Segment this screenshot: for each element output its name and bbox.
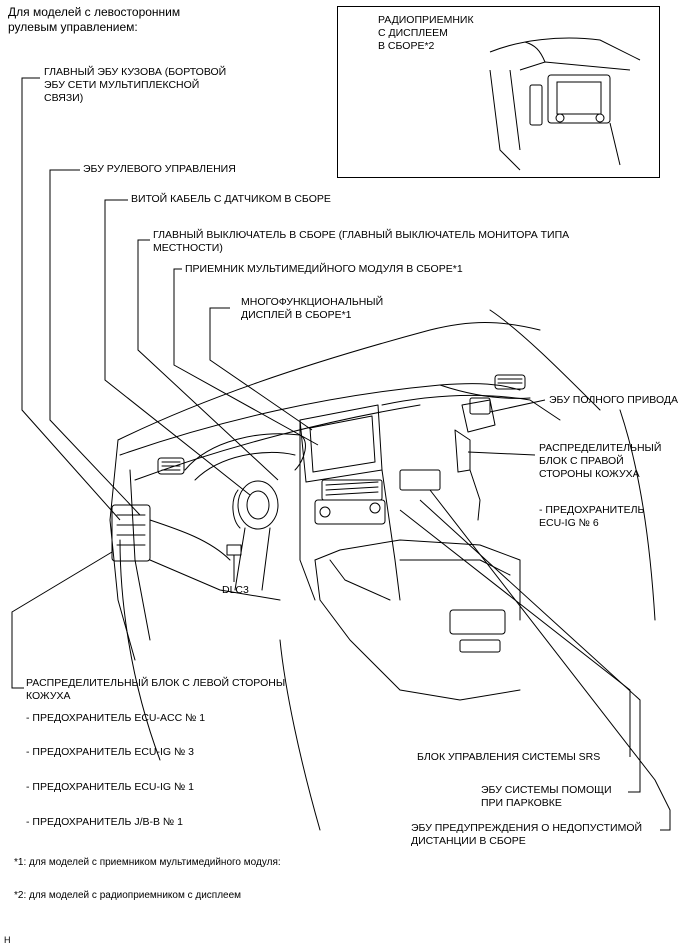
leader-multimedia bbox=[173, 268, 319, 446]
fuse-ecu-acc1-label: - ПРЕДОХРАНИТЕЛЬ ECU-ACC № 1 bbox=[26, 712, 206, 724]
main-switch-label: ГЛАВНЫЙ ВЫКЛЮЧАТЕЛЬ В СБОРЕ (ГЛАВНЫЙ ВЫК… bbox=[153, 229, 570, 254]
leader-body-ecu bbox=[21, 77, 121, 521]
left-junction-block-label: РАСПРЕДЕЛИТЕЛЬНЫЙ БЛОК С ЛЕВОЙ СТОРОНЫ К… bbox=[26, 677, 286, 702]
awd-ecu-label: ЭБУ ПОЛНОГО ПРИВОДА bbox=[549, 394, 679, 406]
parking-ecu-label: ЭБУ СИСТЕМЫ ПОМОЩИ ПРИ ПАРКОВКЕ bbox=[481, 784, 612, 809]
radio-display-unit bbox=[547, 74, 611, 124]
radio-inset-frame bbox=[337, 6, 660, 178]
distance-ecu-label: ЭБУ ПРЕДУПРЕЖДЕНИЯ О НЕДОПУСТИМОЙ ДИСТАН… bbox=[411, 822, 643, 847]
leader-display bbox=[209, 307, 313, 431]
radio-display-label: РАДИОПРИЕМНИК С ДИСПЛЕЕМ В СБОРЕ*2 bbox=[378, 14, 474, 52]
leader-spiral-cable bbox=[104, 199, 251, 496]
leader-right-jb bbox=[467, 451, 536, 456]
dlc3-label: DLC3 bbox=[222, 584, 249, 596]
left-junction-block bbox=[111, 504, 151, 562]
leader-steering-ecu bbox=[49, 169, 141, 516]
windshield-outline bbox=[117, 322, 541, 441]
steering-ecu-label: ЭБУ РУЛЕВОГО УПРАВЛЕНИЯ bbox=[83, 163, 236, 175]
awd-ecu bbox=[461, 399, 496, 433]
corner-mark: H bbox=[4, 935, 11, 945]
leader-distance bbox=[429, 489, 671, 831]
multimedia-receiver-label: ПРИЕМНИК МУЛЬТИМЕДИЙНОГО МОДУЛЯ В СБОРЕ*… bbox=[185, 263, 463, 275]
leader-left-jb bbox=[11, 551, 113, 689]
inset-illustration bbox=[489, 37, 641, 171]
fuse-ecu-ig3-label: - ПРЕДОХРАНИТЕЛЬ ECU-IG № 3 bbox=[26, 746, 195, 758]
footnote-1: *1: для моделей с приемником мультимедий… bbox=[14, 857, 281, 868]
leader-parking bbox=[419, 499, 641, 793]
body-ecu-label: ГЛАВНЫЙ ЭБУ КУЗОВА (БОРТОВОЙ ЭБУ СЕТИ МУ… bbox=[44, 66, 227, 104]
leader-srs bbox=[399, 509, 631, 757]
right-fuse-label: - ПРЕДОХРАНИТЕЛЬ ECU-IG № 6 bbox=[539, 504, 645, 529]
srs-label: БЛОК УПРАВЛЕНИЯ СИСТЕМЫ SRS bbox=[417, 751, 601, 763]
dash-front-line bbox=[134, 404, 421, 481]
footnote-2: *2: для моделей с радиоприемником с дисп… bbox=[14, 890, 242, 901]
multi-display-label: МНОГОФУНКЦИОНАЛЬНЫЙ ДИСПЛЕЙ В СБОРЕ*1 bbox=[241, 296, 384, 321]
spiral-cable-label: ВИТОЙ КАБЕЛЬ С ДАТЧИКОМ В СБОРЕ bbox=[131, 193, 331, 205]
fuse-jbb1-label: - ПРЕДОХРАНИТЕЛЬ J/B-B № 1 bbox=[26, 816, 183, 828]
steering-wheel bbox=[237, 480, 279, 530]
fuse-ecu-ig1-label: - ПРЕДОХРАНИТЕЛЬ ECU-IG № 1 bbox=[26, 781, 195, 793]
windshield-pillar bbox=[489, 309, 601, 411]
page-title: Для моделей с левосторонним рулевым упра… bbox=[8, 5, 181, 34]
dash-top-line bbox=[119, 383, 521, 456]
leader-main-switch bbox=[137, 239, 279, 481]
leader-awd bbox=[489, 399, 546, 413]
right-junction-block-label: РАСПРЕДЕЛИТЕЛЬНЫЙ БЛОК С ПРАВОЙ СТОРОНЫ … bbox=[539, 442, 662, 480]
dlc3-connector bbox=[226, 544, 242, 556]
center-console bbox=[314, 539, 521, 621]
